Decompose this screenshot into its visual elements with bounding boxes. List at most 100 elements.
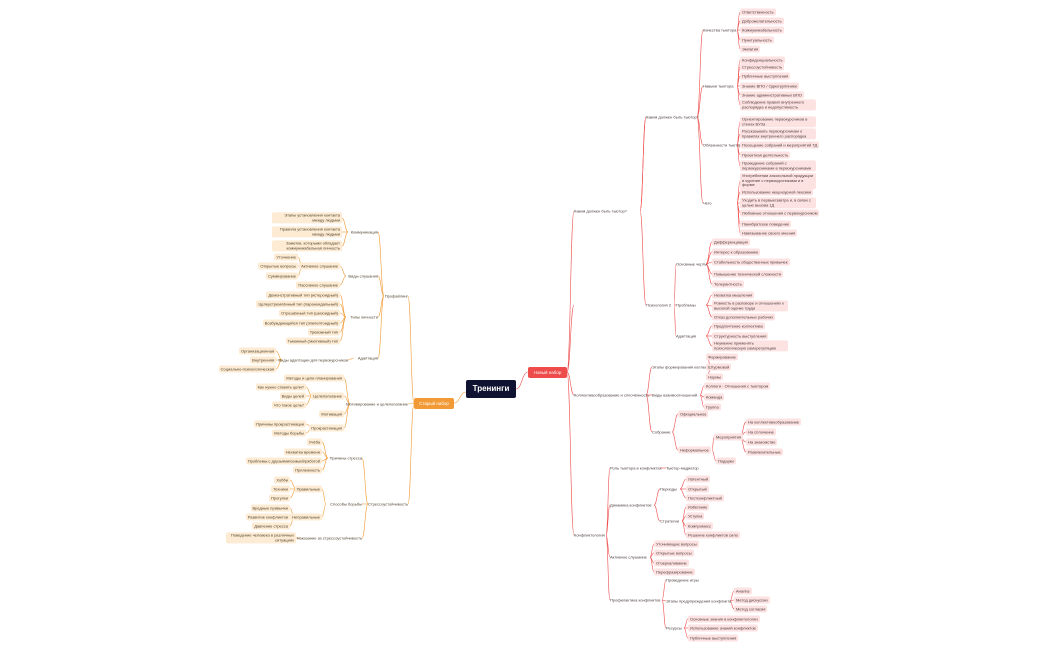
mind-map-node[interactable]: Неформальное xyxy=(678,446,711,454)
mind-map-node[interactable]: Интерес к образованию xyxy=(712,248,761,256)
mind-map-node[interactable]: Повышение технической сложности xyxy=(712,270,784,278)
mind-map-node[interactable]: Развитие конфликтов xyxy=(245,513,290,521)
mind-map-node[interactable]: Мероприятия xyxy=(714,433,744,441)
mind-map-node[interactable]: Метод дискуссии xyxy=(734,596,770,604)
mind-map-node[interactable]: Неумение применять психологическую самор… xyxy=(712,340,788,352)
mind-map-node[interactable]: Динамика конфликтов xyxy=(610,502,652,508)
mind-map-node[interactable]: Коллективообразование и сплочённость xyxy=(574,392,650,398)
mind-map-node[interactable]: Ровность в разговоре и отношениях к высо… xyxy=(712,300,788,312)
branch-old-intake[interactable]: Старый набор xyxy=(414,398,454,409)
mind-map-node[interactable]: Решение конфликтов сила xyxy=(686,531,740,539)
mind-map-node[interactable]: Поведение человека в различных ситуациях xyxy=(226,532,296,544)
mind-map-node[interactable]: Проектная деятельность xyxy=(740,151,791,159)
mind-map-node[interactable]: Чего xyxy=(703,200,712,206)
mind-map-node[interactable]: Навязывание своего мнения xyxy=(740,229,798,237)
mind-map-node[interactable]: Команда xyxy=(704,393,725,401)
mind-map-node[interactable]: Причины стресса xyxy=(329,455,362,461)
mind-map-node[interactable]: Тревожный тип xyxy=(307,328,340,336)
mind-map-node[interactable]: Активное слушание xyxy=(299,262,340,270)
mind-map-node[interactable]: Периоды xyxy=(660,486,677,492)
mind-map-node[interactable]: Заметки, которыми обладает коммуникабель… xyxy=(272,240,342,252)
mind-map-node[interactable]: Панибратское поведение xyxy=(740,220,792,228)
mind-map-node[interactable]: Публичные выступления xyxy=(740,72,791,80)
mind-map-node[interactable]: Тьютор-медиатор xyxy=(666,465,699,471)
mind-map-node[interactable]: Каким должен быть тьютор? xyxy=(574,208,627,214)
mind-map-node[interactable]: Активное слушание xyxy=(610,554,647,560)
mind-map-node[interactable]: Психология 2 xyxy=(646,302,671,308)
mind-map-node[interactable]: Суммирование xyxy=(266,272,298,280)
mind-map-node[interactable]: Публичные выступления xyxy=(688,634,739,642)
mind-map-node[interactable]: Нехватка времени xyxy=(283,448,322,456)
mind-map-node[interactable]: Основные знания в конфликтологии xyxy=(688,615,760,623)
mind-map-node[interactable]: Неправильные xyxy=(290,513,322,521)
mind-map-node[interactable]: Дифференциация xyxy=(712,238,750,246)
mind-map-node[interactable]: Пунктуальность xyxy=(740,36,774,44)
mind-map-node[interactable]: Правила установления контакта между людь… xyxy=(272,226,342,238)
mind-map-node[interactable]: Виды слушания xyxy=(348,273,378,279)
mind-map-node[interactable]: Отрешённый тип (шизоидный) xyxy=(279,309,340,317)
mind-map-node[interactable]: Избегание xyxy=(686,503,710,511)
mind-map-node[interactable]: Стратегии xyxy=(660,518,680,524)
mind-map-node[interactable]: Навыки тьютора xyxy=(703,83,734,89)
mind-map-node[interactable]: Толерантность xyxy=(712,280,744,288)
mind-map-node[interactable]: Виды адаптации для первокурсников xyxy=(278,357,348,363)
mind-map-node[interactable]: Качества тьютора xyxy=(703,27,737,33)
mind-map-node[interactable]: Перефразирование xyxy=(654,568,695,576)
mind-map-node[interactable]: Роль тьютора в конфликтах xyxy=(610,465,662,471)
mind-map-node[interactable]: Открытый xyxy=(686,485,709,493)
mind-map-node[interactable]: Формирование xyxy=(706,353,738,361)
mind-map-node[interactable]: Ресурсы xyxy=(666,625,682,631)
mind-map-node[interactable]: Правильные xyxy=(294,485,322,493)
mind-map-node[interactable]: Вредные привычки xyxy=(250,504,290,512)
mind-map-node[interactable]: Методы борьбы xyxy=(272,429,306,437)
mind-map-node[interactable]: Знание административных ВПО xyxy=(740,91,804,99)
mind-map-node[interactable]: Латентный xyxy=(686,475,711,483)
mind-map-node[interactable]: Коммуникабельность xyxy=(740,26,784,34)
mind-map-node[interactable]: Тьманный (эмотивный) тип xyxy=(285,337,340,345)
mind-map-node[interactable]: Компромисс xyxy=(686,522,713,530)
mind-map-node[interactable]: Типы личности xyxy=(350,314,378,320)
mind-map-node[interactable]: Мотивация xyxy=(319,410,344,418)
mind-map-node[interactable]: Нехватка мышления xyxy=(712,291,755,299)
mind-map-node[interactable]: Прилежность xyxy=(293,466,322,474)
mind-map-node[interactable]: Техники xyxy=(271,485,290,493)
mind-map-node[interactable]: Соблюдение правил внутреннего распорядка… xyxy=(740,99,816,111)
mind-map-node[interactable]: Уходить в первые/завтра и, в связи с цел… xyxy=(740,197,816,209)
mind-map-node[interactable]: Хобби xyxy=(274,476,290,484)
mind-map-node[interactable]: Что такое цель? xyxy=(271,401,306,409)
mind-map-node[interactable]: Внутренняя xyxy=(250,356,276,364)
mind-map-node[interactable]: Посещение собраний и мероприятий ТД xyxy=(740,141,820,149)
mind-map-node[interactable]: Этапы установления контакта между людьми xyxy=(272,212,342,224)
mind-map-node[interactable]: Виды целей xyxy=(279,392,306,400)
mind-map-node[interactable]: Проблемы xyxy=(676,302,696,308)
mind-map-node[interactable]: Рассказывать первокурсникам о правилах в… xyxy=(740,128,816,140)
mind-map-node[interactable]: Метод согласия xyxy=(734,605,768,613)
mind-map-node[interactable]: Нормы xyxy=(706,373,723,381)
mind-map-node[interactable]: Стабильность общественных привычек xyxy=(712,258,790,266)
mind-map-node[interactable]: Учёба xyxy=(306,438,322,446)
mind-map-node[interactable]: Собрание xyxy=(652,429,671,435)
mind-map-node[interactable]: Ответственность xyxy=(740,8,776,16)
mind-map-node[interactable]: Ориентирование первокурсников в стенах В… xyxy=(740,116,816,128)
mind-map-node[interactable]: Прогулки xyxy=(268,494,290,502)
mind-map-node[interactable]: Виды взаимоотношений xyxy=(652,392,698,398)
mind-map-node[interactable]: Использование нецензурной лексики xyxy=(740,188,814,196)
mind-map-node[interactable]: Профайлинг xyxy=(384,293,408,299)
mind-map-node[interactable]: Открытые вопросы xyxy=(258,262,298,270)
mind-map-node[interactable]: Открытые вопросы xyxy=(654,549,694,557)
mind-map-node[interactable]: Проведение игры xyxy=(666,577,699,583)
mind-map-node[interactable]: Анализ xyxy=(734,587,752,595)
mind-map-node[interactable]: Этапы предупреждения конфликта xyxy=(666,598,732,604)
mind-map-node[interactable]: На сплочение xyxy=(746,428,776,436)
mind-map-node[interactable]: Коммуникация xyxy=(350,229,378,235)
mind-map-node[interactable]: Методы и цели планирования xyxy=(284,374,344,382)
mind-map-node[interactable]: Конфликтология xyxy=(574,532,605,538)
mind-map-node[interactable]: На коллективообразование xyxy=(746,418,802,426)
mind-map-node[interactable]: Доброжелательность xyxy=(740,17,784,25)
mind-map-node[interactable]: Этапы формирования коллектива xyxy=(652,364,716,370)
mind-map-node[interactable]: Стрессоустойчивость xyxy=(740,63,785,71)
mind-map-node[interactable]: На знакомство xyxy=(746,438,778,446)
mind-map-node[interactable]: Давление стресса xyxy=(252,522,290,530)
mind-map-node[interactable]: Проведение собраний с первокурсниками в … xyxy=(740,160,816,172)
mind-map-node[interactable]: Проблемы с друзьями/семьей/работой xyxy=(245,457,322,465)
